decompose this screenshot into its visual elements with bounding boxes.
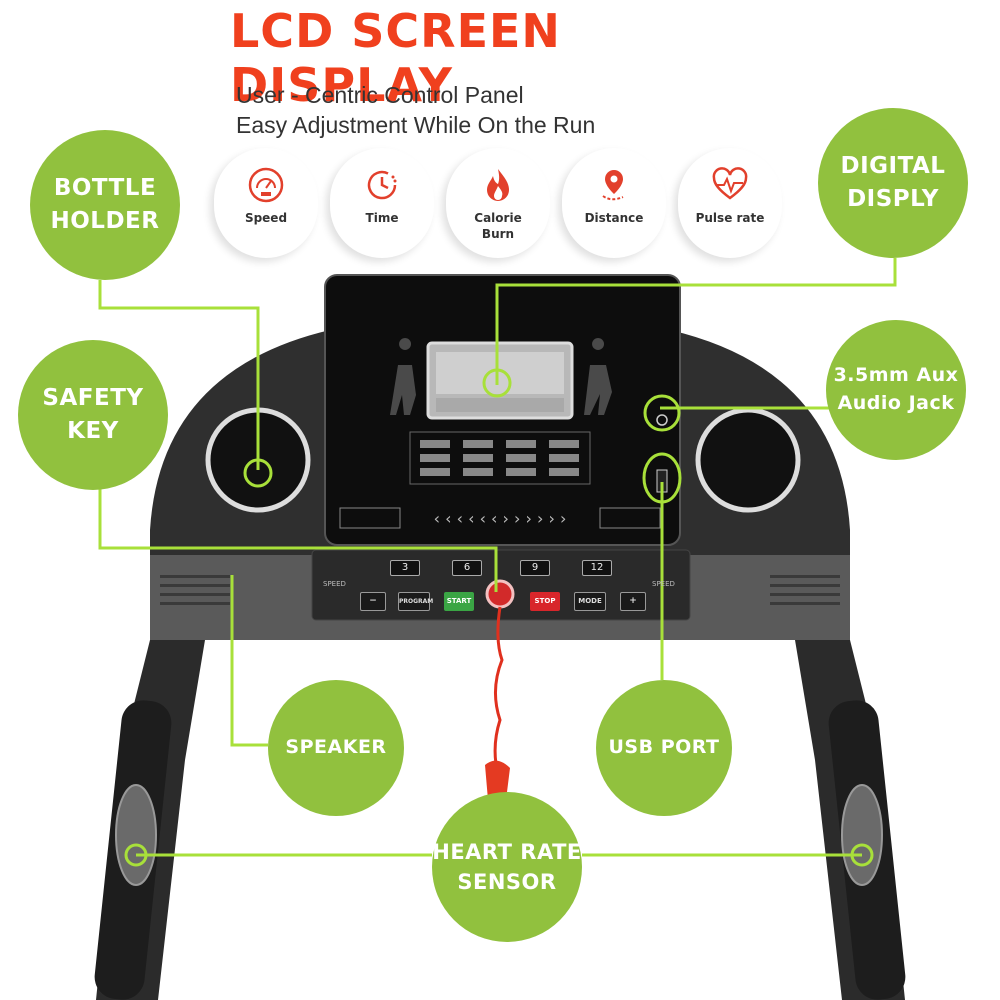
- bottle-holder-marker: [243, 458, 273, 488]
- callout-bottle-line2: HOLDER: [50, 208, 160, 234]
- callout-aux-line1: 3.5mm Aux: [833, 364, 959, 387]
- display-marker: [482, 368, 512, 398]
- left-hr-marker: [124, 843, 148, 867]
- quick-speed-12-button[interactable]: 12: [582, 560, 612, 576]
- feature-calorie-label-1: Calorie: [474, 211, 522, 225]
- program-button[interactable]: PROGRAM: [398, 592, 433, 611]
- callout-aux-jack: 3.5mm Aux Audio Jack: [826, 320, 966, 460]
- feature-time: Time: [330, 148, 434, 258]
- callout-safety-line1: SAFETY: [42, 384, 144, 411]
- feature-calorie-label-2: Burn: [481, 227, 515, 241]
- callout-usb-port: USB PORT: [596, 680, 732, 816]
- right-speaker-grille: [770, 575, 840, 605]
- feature-distance: Distance: [562, 148, 666, 258]
- subtitle-line-1: User - Centric Control Panel: [236, 82, 524, 108]
- callout-digital-display: DIGITAL DISPLY: [818, 108, 968, 258]
- speed-plus-button[interactable]: +: [620, 592, 646, 611]
- callout-bottle-line1: BOTTLE: [53, 174, 157, 201]
- speed-minus-button[interactable]: −: [360, 592, 386, 611]
- safety-cord: [493, 606, 504, 771]
- program-grid: [409, 431, 591, 485]
- feature-distance-label: Distance: [584, 211, 644, 225]
- right-hr-plate: [841, 784, 883, 886]
- callout-heart-rate-sensor: HEART RATE SENSOR: [432, 792, 582, 942]
- clock-icon: [367, 170, 397, 200]
- callout-bottle-holder: BOTTLE HOLDER: [30, 130, 180, 280]
- feature-time-label: Time: [365, 211, 399, 225]
- mode-button[interactable]: MODE: [574, 592, 606, 611]
- feature-speed: Speed: [214, 148, 318, 258]
- aux-jack-port: [656, 414, 668, 426]
- quick-speed-9-button[interactable]: 9: [520, 560, 550, 576]
- safety-key-knob: [485, 579, 515, 609]
- callout-lines: [98, 258, 897, 857]
- feature-speed-label: Speed: [244, 211, 288, 225]
- quick-speed-3-button[interactable]: 3: [390, 560, 420, 576]
- callout-digital-line1: DIGITAL: [840, 152, 946, 179]
- aux-marker: [643, 394, 681, 432]
- left-hr-plate: [115, 784, 157, 886]
- page-title: LCD SCREEN DISPLAY: [230, 4, 561, 112]
- usb-marker: [642, 452, 682, 504]
- runner-silhouette: [584, 338, 612, 415]
- flame-icon: [487, 169, 509, 201]
- heart-pulse-icon: [712, 167, 748, 200]
- feature-pulse: Pulse rate: [678, 148, 782, 258]
- right-cup-holder: [695, 407, 801, 513]
- feature-pulse-label: Pulse rate: [695, 211, 765, 225]
- speed-label-right: SPEED: [652, 580, 675, 588]
- feature-calorie: Calorie Burn: [446, 148, 550, 258]
- callout-usb-line1: USB PORT: [608, 736, 720, 759]
- start-button[interactable]: START: [444, 592, 474, 611]
- callout-hr-line1: HEART RATE: [432, 839, 582, 864]
- left-speaker-grille: [160, 575, 230, 605]
- callout-speaker-line1: SPEAKER: [285, 736, 387, 759]
- callout-safety-line2: KEY: [67, 418, 119, 444]
- speedometer-icon: [248, 167, 284, 203]
- speed-chevrons: ‹ ‹ ‹ ‹ ‹ ‹ › › › › › ›: [434, 509, 567, 528]
- quick-speed-6-button[interactable]: 6: [452, 560, 482, 576]
- callout-hr-line2: SENSOR: [457, 870, 557, 894]
- callout-safety-key: SAFETY KEY: [18, 340, 168, 490]
- stop-button[interactable]: STOP: [530, 592, 560, 611]
- walker-silhouette: [390, 338, 416, 415]
- callout-speaker: SPEAKER: [268, 680, 404, 816]
- speed-label-left: SPEED: [323, 580, 346, 588]
- right-hr-marker: [850, 843, 874, 867]
- map-pin-icon: [602, 170, 624, 201]
- callout-aux-line2: Audio Jack: [837, 392, 955, 414]
- subtitle-line-2: Easy Adjustment While On the Run: [236, 112, 596, 138]
- callout-digital-line2: DISPLY: [847, 186, 939, 212]
